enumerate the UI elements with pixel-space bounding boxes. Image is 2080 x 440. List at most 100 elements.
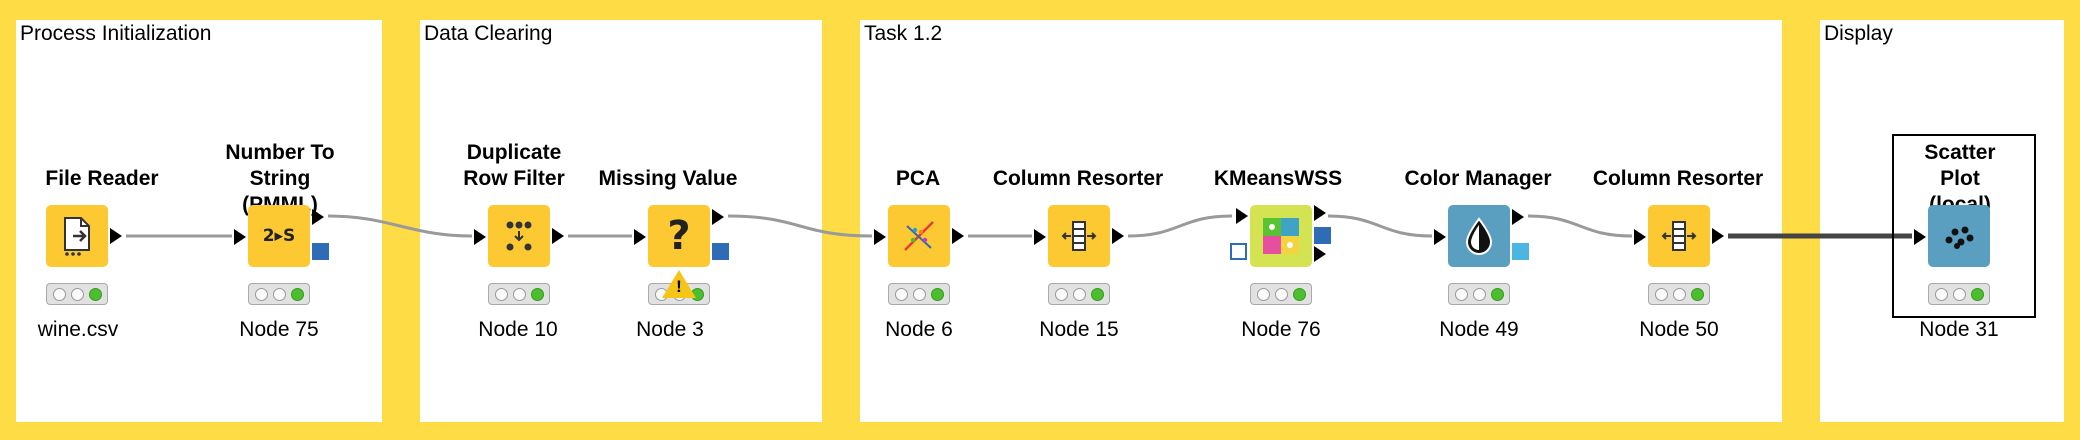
annotation-data-clearing[interactable]: Data Clearing (420, 20, 822, 422)
status-light-yellow (1072, 287, 1086, 301)
status-traffic-light (888, 283, 950, 305)
question-mark-glyph: ? (667, 213, 691, 259)
node-title: Missing Value (598, 167, 738, 190)
column-resorter-glyph (1061, 221, 1097, 251)
status-light-green (290, 287, 304, 301)
pca-glyph (904, 221, 934, 251)
node-label[interactable]: Node 10 (478, 318, 558, 341)
status-light-yellow (512, 287, 526, 301)
node-title: Color Manager (1404, 167, 1552, 190)
input-port[interactable] (234, 229, 246, 245)
status-light-red (1934, 287, 1948, 301)
column-resorter-icon[interactable] (1034, 205, 1124, 267)
status-light-yellow (1472, 287, 1486, 301)
column-resorter-glyph (1661, 221, 1697, 251)
status-light-yellow (70, 287, 84, 301)
status-traffic-light (248, 283, 310, 305)
warning-mark: ! (676, 277, 682, 296)
input-port[interactable] (1914, 229, 1926, 245)
node-title: PCA (895, 167, 941, 190)
node-label[interactable]: Node 76 (1241, 318, 1321, 341)
status-light-red (1454, 287, 1468, 301)
node-title: Duplicate Row Filter (463, 141, 565, 190)
model-output-port[interactable] (1314, 227, 1331, 244)
status-light-yellow (1952, 287, 1966, 301)
node-label[interactable]: wine.csv (37, 318, 119, 341)
file-reader-glyph (64, 217, 90, 256)
status-traffic-light (488, 283, 550, 305)
status-light-yellow (272, 287, 286, 301)
column-resorter-icon[interactable] (1634, 205, 1724, 267)
status-traffic-light (1928, 283, 1990, 305)
input-port[interactable] (1434, 229, 1446, 245)
input-port[interactable] (634, 229, 646, 245)
status-light-green (88, 287, 102, 301)
status-light-green (530, 287, 544, 301)
model-output-port[interactable] (312, 243, 329, 260)
status-light-green (1490, 287, 1504, 301)
status-light-red (1256, 287, 1270, 301)
output-port[interactable] (552, 228, 564, 244)
input-port[interactable] (874, 229, 886, 245)
status-traffic-light (46, 283, 108, 305)
input-port[interactable] (1634, 229, 1646, 245)
scatter-plot-icon[interactable] (1914, 205, 1990, 267)
missing-value-icon[interactable]: ? (634, 205, 729, 267)
file-reader-icon[interactable] (46, 205, 122, 267)
node-title: Column Resorter (992, 167, 1164, 190)
node-label[interactable]: Node 6 (885, 318, 953, 341)
node-label[interactable]: Node 49 (1439, 318, 1519, 341)
status-light-red (254, 287, 268, 301)
kmeans-icon[interactable] (1230, 205, 1331, 267)
output-port[interactable] (952, 228, 964, 244)
output-port[interactable] (1512, 209, 1524, 225)
input-port[interactable] (1034, 229, 1046, 245)
output-port[interactable] (110, 228, 122, 244)
input-port[interactable] (474, 229, 486, 245)
annotation-title: Process Initialization (20, 22, 212, 45)
status-light-red (1054, 287, 1068, 301)
status-light-green (930, 287, 944, 301)
color-manager-glyph (1465, 217, 1493, 255)
node-label[interactable]: Node 50 (1639, 318, 1719, 341)
annotation-title: Data Clearing (424, 22, 553, 45)
output-port[interactable] (1112, 228, 1124, 244)
number-to-string-icon[interactable]: 2▸S (234, 205, 329, 267)
status-light-green (1090, 287, 1104, 301)
node-title: File Reader (45, 167, 159, 190)
node-label[interactable]: Node 31 (1919, 318, 1999, 341)
annotation-title: Display (1824, 22, 1893, 45)
node-label[interactable]: Node 75 (239, 318, 319, 341)
number-to-string-glyph: 2▸S (262, 226, 296, 246)
node-title: Column Resorter (1592, 167, 1764, 190)
annotation-task-1-2[interactable]: Task 1.2 (860, 20, 1782, 422)
scatter-plot-glyph (1945, 226, 1974, 249)
output-port[interactable] (712, 209, 724, 225)
status-traffic-light (1448, 283, 1510, 305)
input-port[interactable] (1236, 208, 1248, 224)
node-label[interactable]: Node 15 (1039, 318, 1119, 341)
annotation-title: Task 1.2 (864, 22, 943, 45)
output-port[interactable] (1712, 228, 1724, 244)
status-light-red (494, 287, 508, 301)
status-light-red (1654, 287, 1668, 301)
model-input-port[interactable] (1230, 243, 1247, 260)
node-label[interactable]: Node 3 (636, 318, 704, 341)
output-port[interactable] (312, 209, 324, 225)
color-manager-icon[interactable] (1434, 205, 1529, 267)
status-light-yellow (1672, 287, 1686, 301)
warning-icon[interactable] (662, 270, 696, 298)
pca-icon[interactable] (874, 205, 964, 267)
color-model-output-port[interactable] (1512, 243, 1529, 260)
node-title: Scatter Plot (local) (1924, 141, 1996, 216)
model-output-port[interactable] (712, 243, 729, 260)
duplicate-row-filter-icon[interactable] (474, 205, 564, 267)
output-port-2[interactable] (1314, 246, 1326, 262)
status-light-red (52, 287, 66, 301)
status-light-yellow (1274, 287, 1288, 301)
status-light-red (894, 287, 908, 301)
output-port[interactable] (1314, 205, 1326, 221)
status-light-yellow (912, 287, 926, 301)
status-traffic-light (1648, 283, 1710, 305)
duplicate-row-filter-glyph (506, 221, 532, 251)
